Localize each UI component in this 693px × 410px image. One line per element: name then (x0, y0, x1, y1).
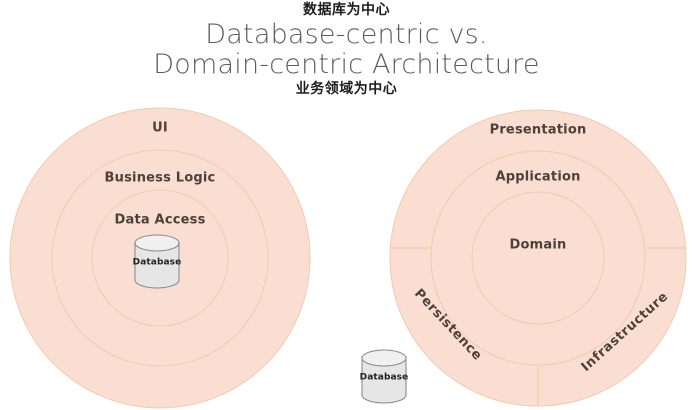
cylinder-body (361, 357, 407, 404)
database-label: Database (359, 372, 409, 383)
database-label: Database (132, 257, 182, 268)
ring-domain (471, 191, 605, 325)
database-cylinder-left (134, 234, 180, 289)
cylinder-top (134, 234, 180, 252)
domain-centric-diagram (389, 109, 687, 407)
cylinder-body (134, 242, 180, 289)
cylinder-top (361, 349, 407, 367)
database-label-wrapper-left: Database (132, 240, 182, 285)
database-cylinder-bottom (361, 349, 407, 404)
database-label-wrapper-bottom: Database (359, 355, 409, 400)
